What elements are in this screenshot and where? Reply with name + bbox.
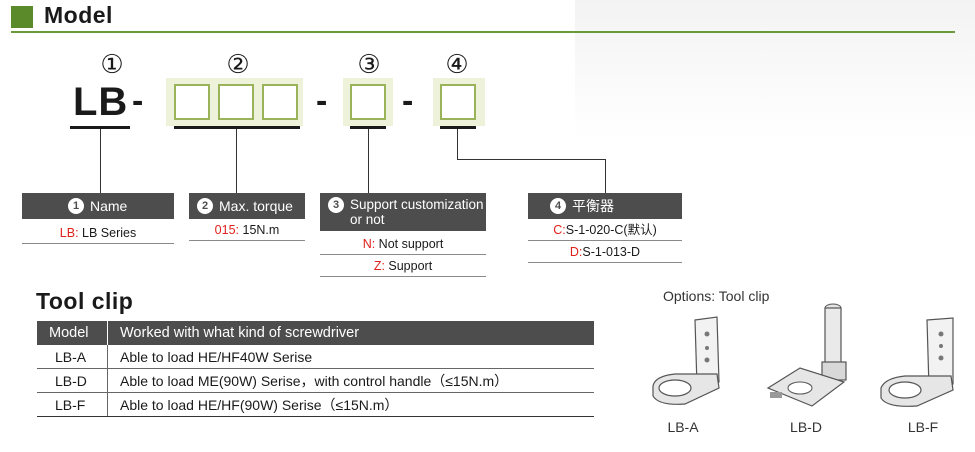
label-name-header: 1 Name [22, 193, 174, 219]
circle-number-4: ④ [445, 50, 469, 80]
section-title-model: Model [44, 2, 113, 28]
number-badge: 1 [68, 198, 84, 214]
label-title-line2: or not [350, 212, 385, 227]
model-prefix: LB [73, 80, 129, 124]
section-title-tool-clip: Tool clip [36, 288, 134, 314]
connector-line [457, 159, 606, 160]
connector-line [605, 159, 606, 193]
label-title: Max. torque [219, 198, 293, 214]
underline [174, 126, 300, 129]
label-row: N: Not support [320, 233, 486, 255]
option-code: D: [569, 245, 583, 259]
tool-clip-lb-f-image [880, 317, 954, 407]
tool-clip-lb-d-image [766, 303, 847, 407]
code-box [440, 84, 476, 120]
table-row: LB-D Able to load ME(90W) Serise，with co… [37, 368, 594, 393]
connector-line [236, 129, 237, 193]
table-cell-model: LB-D [37, 368, 108, 393]
underline [440, 126, 476, 129]
table-row: LB-A Able to load HE/HF40W Serise [37, 345, 594, 369]
label-row: C:S-1-020-C(默认) [528, 219, 682, 241]
option-text: S-1-013-D [582, 245, 641, 259]
option-text: S-1-020-C(默认) [565, 223, 657, 237]
label-row: D:S-1-013-D [528, 241, 682, 263]
label-title: 平衡器 [572, 198, 614, 214]
tool-clip-lb-a-image [652, 316, 720, 405]
label-title: Name [90, 198, 128, 214]
section-marker-icon [11, 6, 33, 28]
clip-caption: LB-A [667, 419, 699, 435]
label-row: LB: LB Series [22, 222, 174, 244]
table-cell-description: Able to load HE/HF40W Serise [107, 345, 594, 369]
option-text: Support [384, 259, 433, 273]
option-text: 15N.m [239, 223, 280, 237]
option-text: LB Series [78, 226, 137, 240]
code-box [350, 84, 386, 120]
underline [70, 126, 130, 129]
table-row: LB-F Able to load HE/HF(90W) Serise（≤15N… [37, 392, 594, 417]
options-title: Options: Tool clip [663, 288, 770, 304]
circle-number-3: ③ [357, 50, 381, 80]
label-row: 015: 15N.m [189, 219, 305, 241]
option-text: Not support [375, 237, 444, 251]
number-badge: 3 [328, 197, 344, 213]
clip-caption: LB-F [907, 419, 939, 435]
label-balancer-header: 4 平衡器 [528, 193, 682, 219]
label-torque-header: 2 Max. torque [189, 193, 305, 219]
dash-separator: - [132, 82, 144, 120]
table-cell-model: LB-F [37, 392, 108, 417]
code-box [262, 84, 298, 120]
circle-number-1: ① [100, 50, 124, 80]
clip-caption: LB-D [790, 419, 822, 435]
table-cell-description: Able to load HE/HF(90W) Serise（≤15N.m） [107, 392, 594, 417]
underline [350, 126, 386, 129]
tool-clip-table: Model Worked with what kind of screwdriv… [37, 321, 594, 417]
option-code: N: [362, 237, 376, 251]
label-row: Z: Support [320, 255, 486, 277]
number-badge: 4 [550, 198, 566, 214]
number-badge: 2 [197, 198, 213, 214]
connector-line [368, 129, 369, 193]
option-code: C: [553, 223, 566, 237]
option-code: LB: [59, 226, 79, 240]
connector-line [457, 129, 458, 159]
option-code: 015: [214, 223, 240, 237]
dash-separator: - [402, 82, 414, 120]
header-fade [575, 0, 975, 140]
dash-separator: - [316, 82, 328, 120]
code-box [174, 84, 210, 120]
circle-number-2: ② [226, 50, 250, 80]
column-header: Model [37, 321, 108, 345]
connector-line [100, 129, 101, 193]
option-code: Z: [373, 259, 385, 273]
table-cell-description: Able to load ME(90W) Serise，with control… [107, 368, 594, 393]
code-box [218, 84, 254, 120]
table-cell-model: LB-A [37, 345, 108, 369]
label-support-header: 3 Support customization or not [320, 193, 486, 231]
table-header-row: Model Worked with what kind of screwdriv… [37, 321, 594, 345]
label-title: Support customization [350, 197, 484, 212]
column-header: Worked with what kind of screwdriver [107, 321, 594, 345]
header-divider [11, 31, 955, 33]
